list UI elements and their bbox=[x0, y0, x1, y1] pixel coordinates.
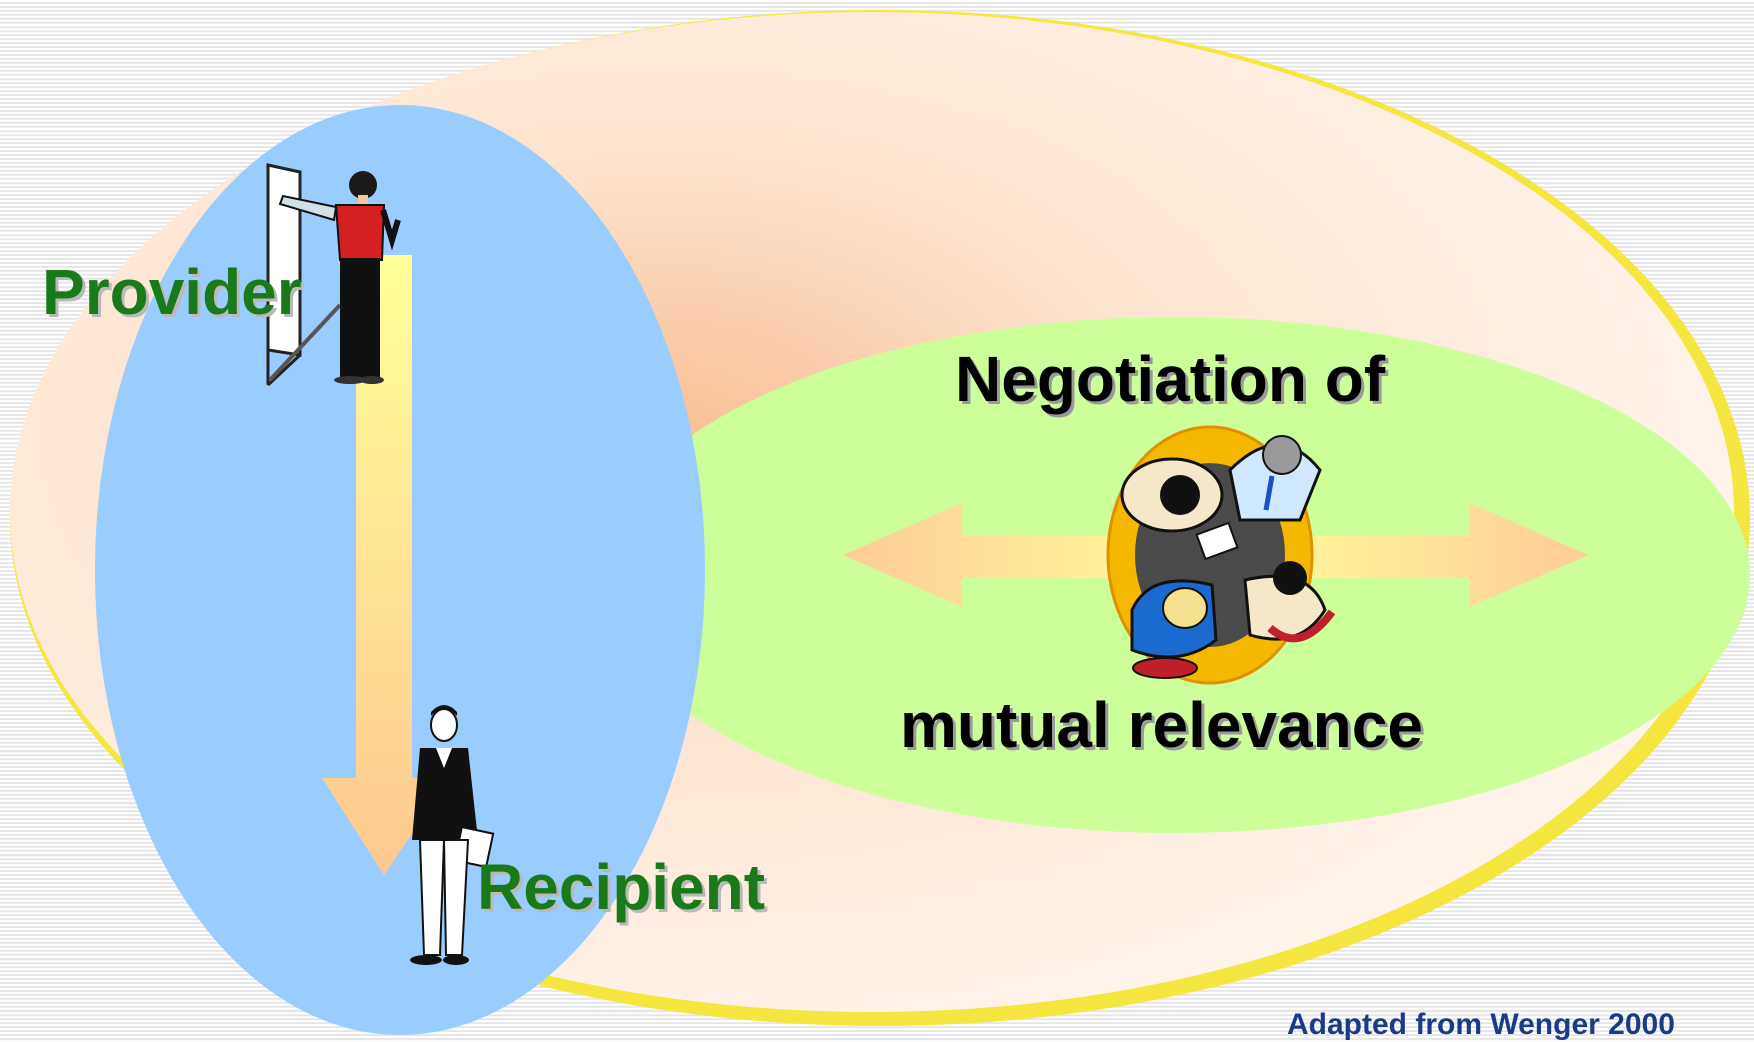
transfer-arrow bbox=[322, 255, 450, 875]
presenter-at-flipchart-icon bbox=[266, 163, 401, 387]
people-around-table-icon bbox=[1106, 425, 1336, 685]
source-citation: Adapted from Wenger 2000 bbox=[1287, 1008, 1675, 1041]
student-with-book-icon bbox=[410, 705, 495, 965]
provider-label: Provider bbox=[42, 256, 302, 328]
negotiation-title-line2: mutual relevance bbox=[900, 689, 1423, 761]
negotiation-title-line1: Negotiation of bbox=[955, 343, 1386, 415]
recipient-label: Recipient bbox=[477, 851, 766, 923]
